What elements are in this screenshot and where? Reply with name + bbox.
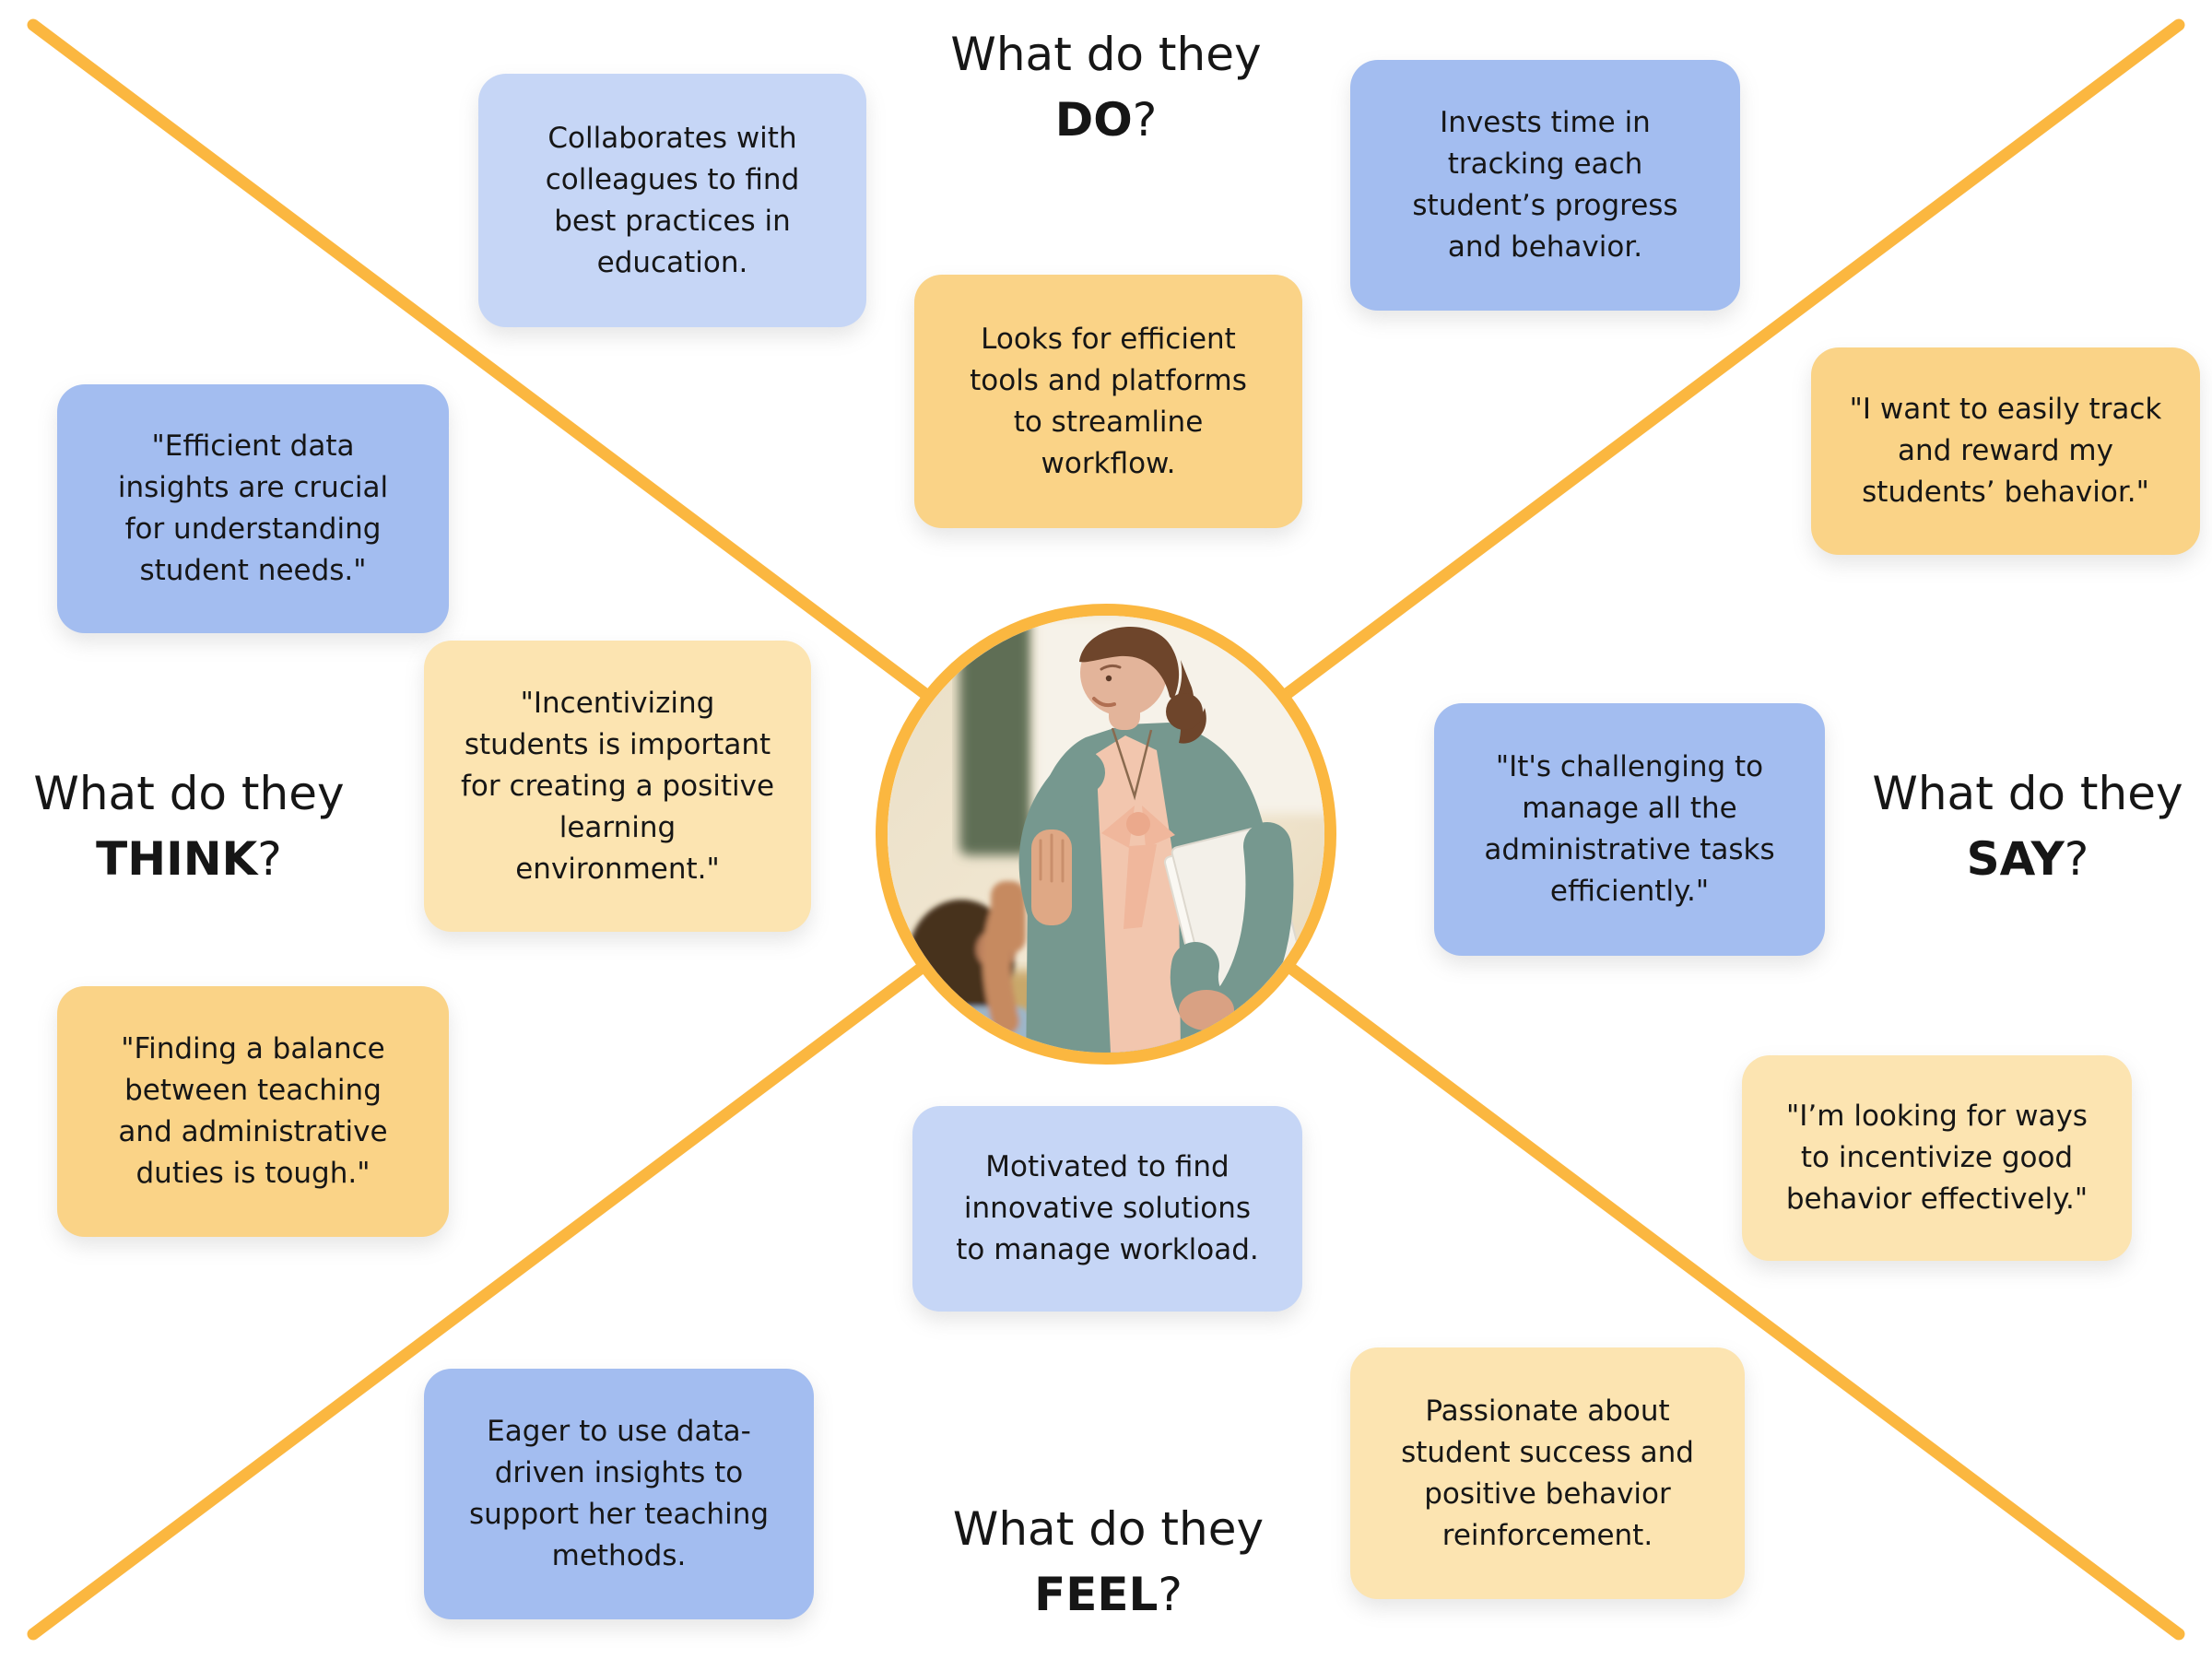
heading-keyword: SAY — [1966, 832, 2065, 886]
persona-photo — [876, 604, 1336, 1065]
heading-keyword: DO — [1054, 93, 1133, 147]
heading-qmark: ? — [1132, 93, 1158, 147]
quadrant-heading-do: What do they DO? — [922, 22, 1290, 153]
quadrant-heading-feel: What do they FEEL? — [949, 1497, 1267, 1628]
heading-prefix: What do they — [950, 28, 1262, 81]
heading-qmark: ? — [257, 832, 282, 886]
heading-prefix: What do they — [952, 1502, 1265, 1556]
heading-prefix: What do they — [1872, 767, 2183, 820]
heading-qmark: ? — [2064, 832, 2089, 886]
heading-keyword: THINK — [96, 832, 258, 886]
quadrant-heading-say: What do they SAY? — [1871, 761, 2184, 892]
persona-photo-illustration — [888, 616, 1324, 1053]
heading-prefix: What do they — [33, 767, 345, 820]
heading-qmark: ? — [1158, 1568, 1182, 1621]
quadrant-heading-think: What do they THINK? — [32, 761, 346, 892]
heading-keyword: FEEL — [1034, 1568, 1159, 1621]
